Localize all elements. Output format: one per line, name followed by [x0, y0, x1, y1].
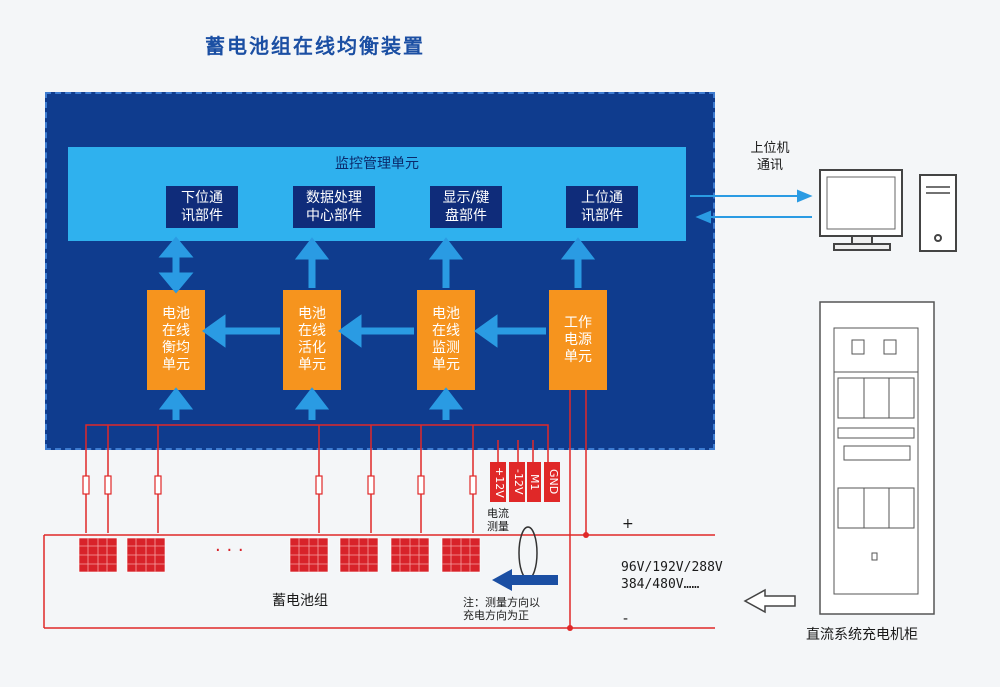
diagram-title: 蓄电池组在线均衡装置 [205, 34, 425, 58]
power-supply-unit: 工作 电源 单元 [549, 290, 607, 390]
host-comm-arrows [690, 189, 813, 224]
computer-icon [819, 169, 957, 252]
signal-m1: M1 [527, 462, 541, 502]
battery-group-label: 蓄电池组 [272, 593, 328, 609]
display-keyboard-part: 显示/键 盘部件 [430, 186, 502, 228]
arrow-activation-to-balancing [201, 314, 280, 348]
input-arrow-icon [743, 588, 796, 614]
cabinet-label: 直流系统充电机柜 [806, 627, 918, 643]
arrow-power-to-monitoring [473, 314, 546, 348]
lower-comm-part: 下位通 讯部件 [166, 186, 238, 228]
monitoring-unit: 电池 在线 监测 单元 [417, 290, 475, 390]
upper-comm-part: 上位通 讯部件 [566, 186, 638, 228]
data-processing-part: 数据处理 中心部件 [293, 186, 375, 228]
ellipsis: · · · [215, 540, 244, 561]
arrow-monitoring-up [428, 237, 464, 288]
signal-minus12v: -12V [509, 462, 525, 502]
positive-sign: + [622, 516, 634, 532]
voltage-line-1: 96V/192V/288V [621, 560, 723, 575]
negative-sign: - [623, 611, 629, 627]
balancing-unit: 电池 在线 衡均 单元 [147, 290, 205, 390]
dc-cabinet-icon [819, 301, 935, 615]
battery-grid [79, 538, 480, 572]
direction-note: 注：测量方向以 充电方向为正 [463, 596, 540, 622]
fuses [82, 475, 477, 495]
voltage-line-2: 384/480V…… [621, 577, 700, 592]
arrow-power-up [560, 237, 596, 288]
main-wires [43, 390, 715, 629]
monitor-unit-title: 监控管理单元 [335, 156, 419, 172]
arrow-balancing-monitor [158, 236, 194, 294]
current-measure-label: 电流 测量 [487, 507, 509, 533]
arrow-activation-up [294, 237, 330, 288]
charge-direction-arrow [492, 569, 558, 591]
arrow-bus-up [158, 387, 464, 420]
signal-gnd: GND [544, 462, 560, 502]
arrow-monitoring-to-activation [337, 314, 414, 348]
activation-unit: 电池 在线 活化 单元 [283, 290, 341, 390]
host-comm-label: 上位机 通讯 [750, 141, 790, 173]
signal-plus12v: +12V [490, 462, 506, 502]
